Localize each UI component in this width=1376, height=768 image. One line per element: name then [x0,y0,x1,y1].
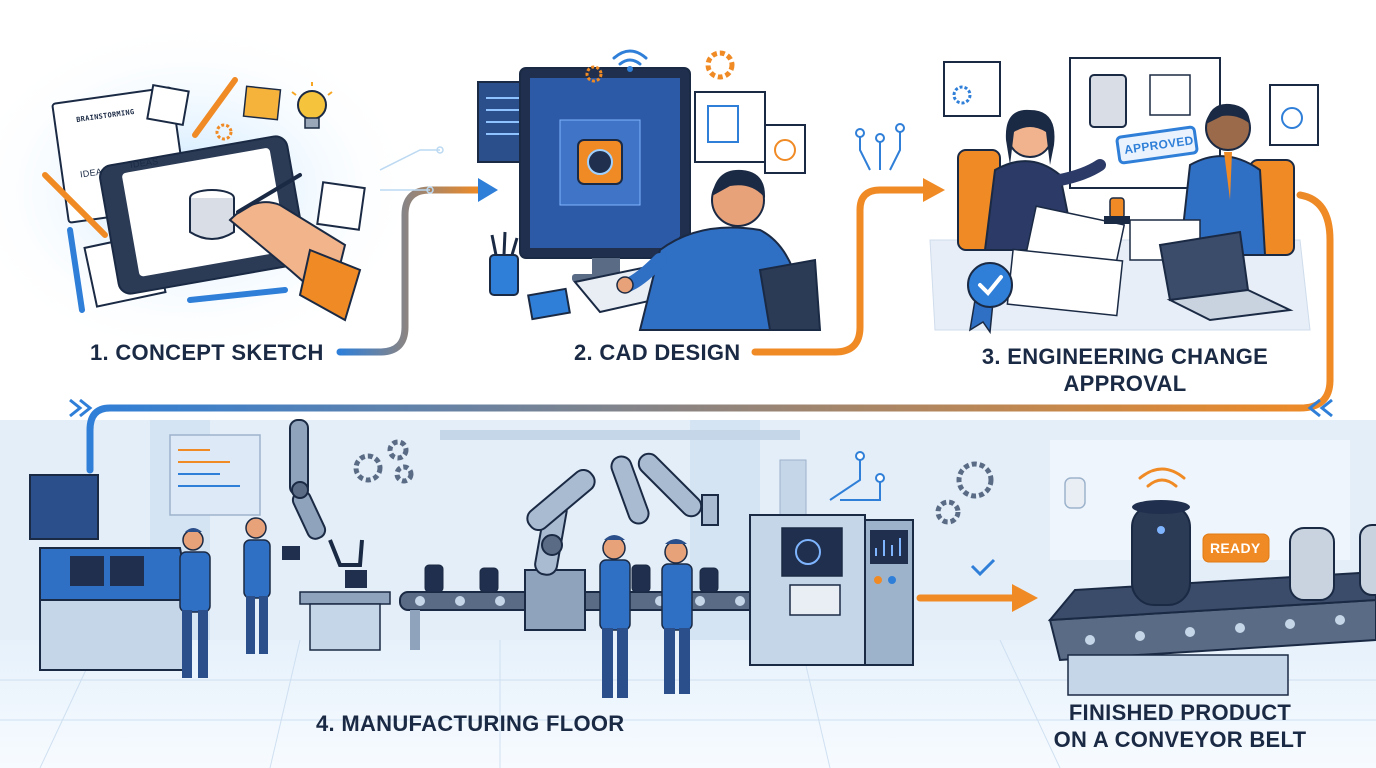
processing-machine [749,514,914,666]
flow-path [86,186,1334,602]
chevron-icon [69,398,1333,418]
product-units [424,564,719,593]
stage-5-label: FINISHED PRODUCT ON A CONVEYOR BELT [1040,699,1320,753]
gear-icon [215,123,233,141]
cad-model [577,139,623,185]
arrow-head-3 [1012,584,1038,612]
stage-5-label-line1: FINISHED PRODUCT [1068,700,1292,725]
approved-stamp [1115,125,1199,165]
stage-3-label-line1: 3. ENGINEERING CHANGE [981,344,1269,369]
stage-1-label: 1. CONCEPT SKETCH [90,340,324,365]
stage-4-label: 4. MANUFACTURING FLOOR [316,711,625,736]
award-ribbon-icon [967,262,1013,335]
engineer-man [1178,103,1267,256]
stylus [236,173,302,214]
stage-2-label: 2. CAD DESIGN [574,340,741,365]
arrow-head-1 [478,178,498,202]
smart-speaker-product [1131,500,1191,606]
cad-designer [616,169,807,331]
product-unit [1289,527,1335,601]
concept-sketch-scene [42,77,444,322]
finished-product-scene [1047,467,1376,696]
wifi-icon [612,49,648,66]
stage-3-label-line2: APPROVAL [1063,371,1187,396]
code-window-icon [29,474,99,540]
factory-worker [599,535,631,698]
robot-arm [289,419,364,567]
lightbulb-icon [291,82,333,129]
robot-arm [524,452,719,631]
factory-operator [179,528,211,678]
laptop [1158,230,1250,302]
stage-5-label-line2: ON A CONVEYOR BELT [1053,727,1307,752]
pencil-cup [489,254,519,296]
arrow-head-2 [923,178,945,202]
checkmark-icon [970,558,996,577]
manufacturing-floor-scene [29,419,994,698]
pencil [42,172,108,238]
ready-badge-text: READY [1210,540,1261,556]
stage-3-label: 3. ENGINEERING CHANGE APPROVAL [960,343,1290,397]
wifi-icon [1138,467,1186,488]
factory-worker-tablet [243,517,300,654]
gear-icon [353,439,994,525]
sticky-note [242,85,282,121]
cad-design-scene [477,49,822,331]
gear-icon [705,50,735,80]
office-chair [758,258,822,331]
factory-worker [661,539,693,694]
ready-badge [1202,533,1270,563]
engineering-approval-scene [855,57,1319,335]
